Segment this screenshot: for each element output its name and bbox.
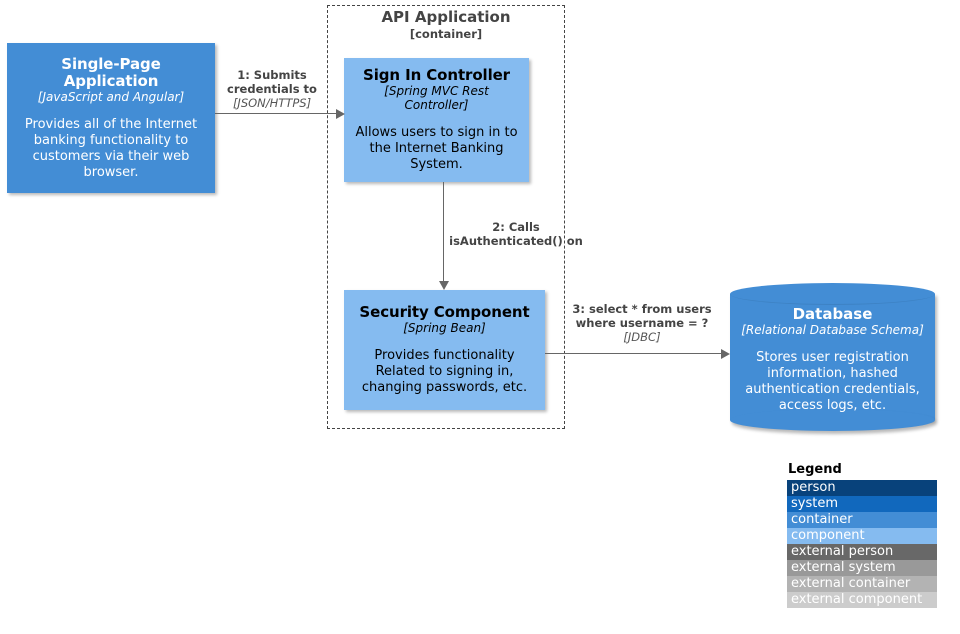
node-description: Provides all of the Internet banking fun… [24, 116, 198, 180]
relationship-arrowhead-3 [721, 348, 730, 359]
relationship-label-text: 3: select * from users where username = … [572, 302, 712, 330]
node-security-component[interactable]: Security Component [Spring Bean] Provide… [344, 290, 545, 410]
legend-item-external-container: external container [787, 576, 937, 592]
node-single-page-application[interactable]: Single-Page Application [JavaScript and … [7, 43, 215, 193]
node-sign-in-controller[interactable]: Sign In Controller [Spring MVC Rest Cont… [344, 58, 529, 182]
node-description: Allows users to sign in to the Internet … [355, 125, 518, 172]
boundary-type: [container] [409, 27, 483, 41]
node-title: Database [792, 305, 873, 323]
relationship-label-technology: [JDBC] [623, 330, 661, 344]
container-boundary-api-application[interactable] [327, 5, 565, 429]
relationship-label-text: 1: Submits credentials to [227, 68, 317, 96]
legend-item-container: container [787, 512, 937, 528]
relationship-label-technology: [JSON/HTTPS] [232, 96, 312, 110]
relationship-arrowhead-1 [336, 108, 345, 119]
relationship-label-text: 2: Calls isAuthenticated() on [449, 220, 583, 248]
relationship-line-3 [545, 353, 722, 355]
legend-item-system: system [787, 496, 937, 512]
node-title: Sign In Controller [363, 66, 510, 84]
node-technology: [Spring MVC Rest Controller] [384, 84, 489, 112]
legend-item-external-person: external person [787, 544, 937, 560]
cylinder-top-ellipse [730, 283, 935, 305]
node-text-block: Database [Relational Database Schema] St… [730, 299, 935, 419]
boundary-name: API Application [381, 8, 511, 26]
node-technology: [Spring Bean] [403, 321, 486, 335]
cylinder-body [730, 294, 935, 420]
cylinder-bottom-ellipse [730, 409, 935, 431]
legend-item-person: person [787, 480, 937, 496]
relationship-label-3: 3: select * from users where username = … [559, 302, 725, 344]
legend-item-external-system: external system [787, 560, 937, 576]
node-technology: [JavaScript and Angular] [37, 89, 185, 104]
container-boundary-label: API Application [container] [327, 8, 565, 41]
relationship-label-2: 2: Calls isAuthenticated() on [437, 220, 595, 248]
node-title: Security Component [359, 303, 530, 321]
node-description: Provides functionality Related to signin… [361, 348, 528, 395]
legend-item-component: component [787, 528, 937, 544]
relationship-line-2 [443, 182, 445, 282]
relationship-arrowhead-2 [438, 281, 449, 290]
node-technology: [Relational Database Schema] [741, 323, 924, 337]
legend-item-external-component: external component [787, 592, 937, 608]
legend-title: Legend [788, 462, 842, 477]
relationship-label-1: 1: Submits credentials to [JSON/HTTPS] [218, 68, 326, 110]
node-title: Single-Page Application [61, 54, 161, 90]
relationship-line-1 [215, 113, 337, 115]
node-database[interactable]: Database [Relational Database Schema] St… [730, 283, 935, 431]
node-description: Stores user registration information, ha… [745, 350, 920, 413]
